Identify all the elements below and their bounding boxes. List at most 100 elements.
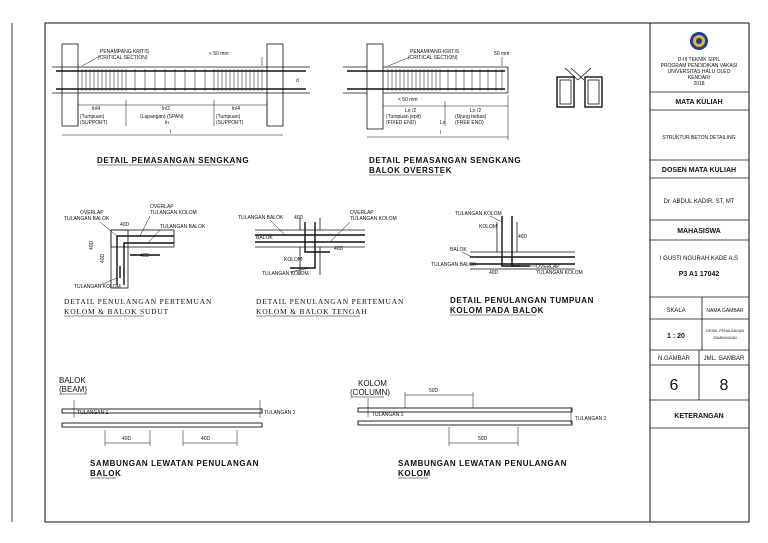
- d5-dim-1: 40D: [518, 234, 528, 240]
- d1-total: l: [170, 129, 171, 135]
- d3-tul-kolom: TULANGAN KOLOM: [74, 284, 121, 290]
- column-bar-2: [357, 420, 573, 426]
- d4-title-2: KOLOM & BALOK TENGAH: [256, 307, 367, 316]
- d3-title-2: KOLOM & BALOK SUDUT: [64, 307, 169, 316]
- corner-joint-detail: OVERLAP TULANGAN BALOK OVERLAP TULANGAN …: [64, 204, 211, 317]
- title-block: D-III TEKNIK SIPIL PROGRAM PENDIDIKAN VA…: [650, 32, 749, 429]
- d5-overlap-1: OVERLAP: [536, 264, 560, 270]
- d1-d: d: [296, 78, 299, 84]
- d2-right-1: (Ujung bebas): [455, 114, 487, 120]
- interior-joint-detail: TULANGAN BALOK OVERLAP TULANGAN KOLOM BA…: [238, 210, 404, 317]
- institution-line-1: D-III TEKNIK SIPIL: [678, 57, 721, 63]
- d1-right-2: (SUPPORT): [216, 120, 244, 126]
- d5-tul-kolom: TULANGAN KOLOM: [455, 211, 502, 217]
- d7-dim-1: 50D: [429, 388, 439, 394]
- d5-tul-balok: TULANGAN BALOK: [431, 262, 477, 268]
- d3-overlap-left-1: OVERLAP: [80, 210, 104, 216]
- d2-title-1: DETAIL PEMASANGAN SENGKANG: [369, 156, 521, 165]
- d6-dim-2: 40D: [201, 436, 211, 442]
- institution-line-2: PROGRAM PENDIDIKAN VAKASI: [661, 63, 738, 69]
- course-value: STRUKTUR BETON DETAILING: [662, 135, 735, 141]
- d4-tul-balok: TULANGAN BALOK: [238, 215, 284, 221]
- d1-mid-1: (Lapangan) (SPAN): [140, 114, 184, 120]
- d4-tul-kolom: TULANGAN KOLOM: [262, 271, 309, 277]
- sheet-number: 6: [670, 377, 679, 394]
- bar-1: [61, 408, 263, 414]
- sheet-total: 8: [720, 377, 729, 394]
- d1-title: DETAIL PEMASANGAN SENGKANG: [97, 156, 249, 165]
- d4-overlap-1: OVERLAP: [350, 210, 374, 216]
- stirrup-detail-cantilever: PENAMPANG KRITIS (CRITICAL SECTION) 50 m…: [343, 43, 521, 176]
- d1-dim-3: ln/4: [232, 106, 240, 112]
- d7-label-1: KOLOM: [358, 379, 387, 388]
- student-name: I GUSTI NGURAH KADE A.S: [660, 256, 738, 262]
- d3-dim-1: 40D: [120, 222, 130, 228]
- d4-dim-2: 40D: [334, 246, 344, 252]
- column-bar-1: [357, 407, 573, 413]
- d7-tul1: TULANGAN 1: [372, 412, 404, 418]
- notes-header: KETERANGAN: [674, 413, 723, 420]
- course-header: MATA KULIAH: [675, 99, 722, 106]
- d6-tul2: TULANGAN 2: [264, 410, 296, 416]
- d1-critical-1: PENAMPANG KRITIS: [100, 49, 150, 55]
- d1-mid-2: ln: [165, 120, 169, 126]
- d6-title-1: SAMBUNGAN LEWATAN PENULANGAN: [90, 459, 259, 468]
- d2-total: l: [440, 130, 441, 136]
- d3-tul-balok: TULANGAN BALOK: [160, 224, 206, 230]
- column-on-beam-detail: TULANGAN KOLOM KOLOM BALOK TULANGAN BALO…: [431, 211, 593, 316]
- d5-dim-2: 40D: [489, 270, 499, 276]
- d4-kolom: KOLOM: [284, 257, 302, 263]
- d3-overlap-right-2: TULANGAN KOLOM: [150, 210, 197, 216]
- d5-title-2: KOLOM PADA BALOK: [450, 306, 544, 315]
- d2-right-2: (FREE END): [455, 120, 484, 126]
- d3-dim-3: 40D: [89, 240, 95, 250]
- d6-title-2: BALOK: [90, 469, 121, 478]
- d5-balok: BALOK: [450, 247, 467, 253]
- d3-dim-4: 40D: [100, 253, 106, 263]
- beam-lap-splice: BALOK (BEAM) TULANGAN 1 TULANGAN 2 40D 4…: [59, 376, 296, 479]
- d6-label-1: BALOK: [59, 376, 86, 385]
- column-lap-splice: KOLOM (COLUMN) TULANGAN 1 TULANGAN 2 50D…: [350, 379, 607, 479]
- d7-title-1: SAMBUNGAN LEWATAN PENULANGAN: [398, 459, 567, 468]
- sheet-border: [44, 22, 750, 523]
- institution-line-5: 2018: [693, 81, 704, 87]
- d4-dim-1: 40D: [294, 215, 304, 221]
- d2-gap: < 50 mm: [398, 97, 418, 103]
- bar-2: [61, 422, 263, 428]
- d2-critical-1: PENAMPANG KRITIS: [410, 49, 460, 55]
- d3-dim-2: 40D: [140, 253, 150, 259]
- d2-dim-1: Lo /2: [405, 108, 416, 114]
- d6-label-2: (BEAM): [59, 385, 87, 394]
- d6-dim-1: 40D: [122, 436, 132, 442]
- stirrup-sections: [556, 67, 603, 108]
- drawing-name-label: NAMA GAMBAR: [706, 308, 744, 314]
- d1-critical-2: (CRITICAL SECTION): [98, 55, 148, 61]
- d7-dim-2: 50D: [478, 436, 488, 442]
- d2-gap-top: 50 mm: [494, 51, 509, 57]
- d7-label-2: (COLUMN): [350, 388, 390, 397]
- d3-overlap-right-1: OVERLAP: [150, 204, 174, 210]
- d4-overlap-2: TULANGAN KOLOM: [350, 216, 397, 222]
- d5-kolom: KOLOM: [479, 224, 497, 230]
- d2-mid: Lo: [440, 120, 446, 126]
- d1-dim-2: ln/2: [162, 106, 170, 112]
- d2-left-1: (Tumpuan jepit): [386, 114, 421, 120]
- d1-left-2: (SUPPORT): [80, 120, 108, 126]
- d2-dim-2: Lo /2: [470, 108, 481, 114]
- sheet-number-label: N.GAMBAR: [658, 356, 691, 362]
- lecturer-value: Dr. ABDUL KADIR, ST, MT: [663, 199, 734, 205]
- d7-title-2: KOLOM: [398, 469, 431, 478]
- d1-left-1: (Tumpuan): [80, 114, 105, 120]
- d2-left-2: (FIXED END): [386, 120, 416, 126]
- drawing-name-value-1: DETAIL PENULANGAN: [706, 329, 744, 333]
- d4-title-1: DETAIL PENULANGAN PERTEMUAN: [256, 297, 404, 306]
- d6-tul1: TULANGAN 1: [77, 410, 109, 416]
- sheet-total-label: JML. GAMBAR: [704, 356, 745, 362]
- d1-dim-1: ln/4: [92, 106, 100, 112]
- cantilever-stirrups: [387, 69, 503, 91]
- drawing-name-value-2: SAMBUNGAN: [713, 336, 737, 340]
- d1-gap: < 50 mm: [209, 51, 229, 57]
- stirrup-detail-beam: PENAMPANG KRITIS (CRITICAL SECTION) < 50…: [52, 43, 310, 166]
- scale-value: 1 : 20: [667, 333, 685, 340]
